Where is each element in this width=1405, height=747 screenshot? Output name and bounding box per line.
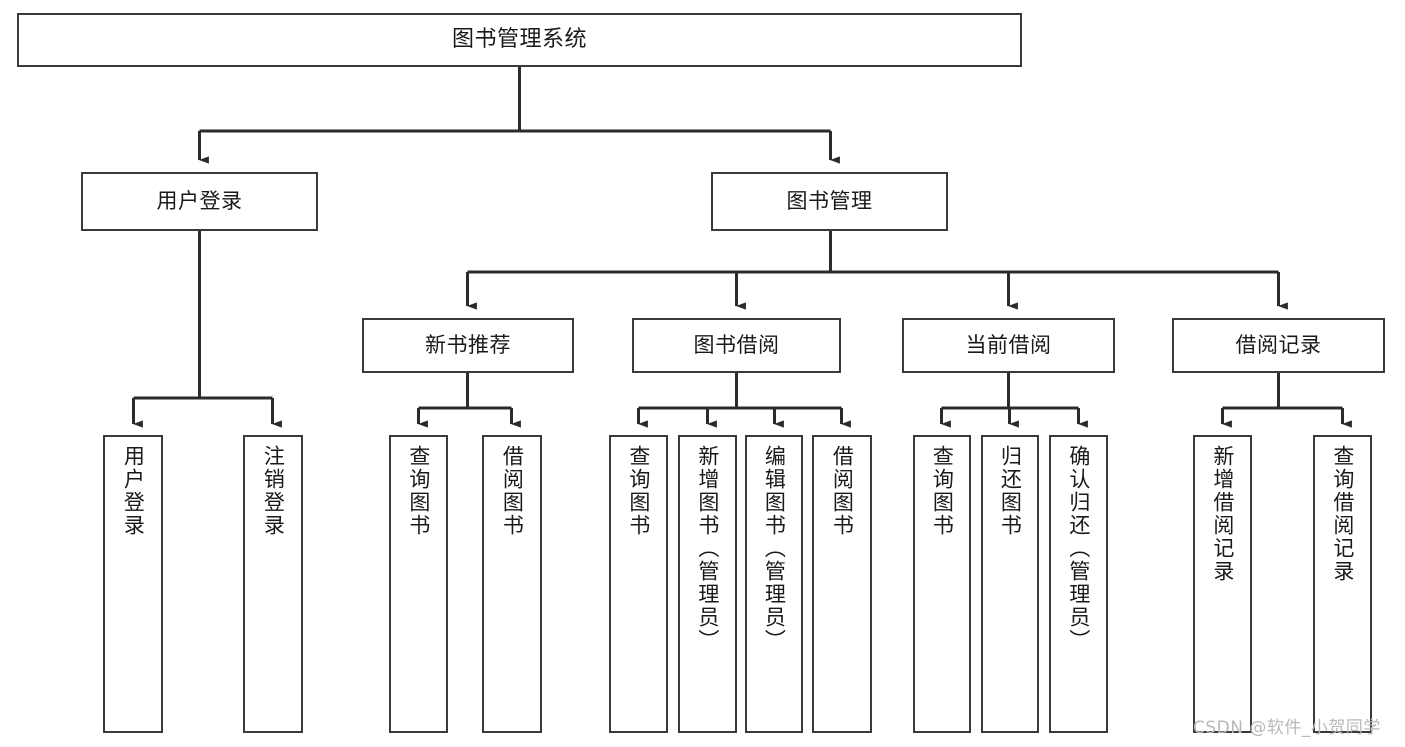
node-leaf-user-login-label: 用户登录 (121, 445, 146, 537)
node-root-label: 图书管理系统 (451, 27, 587, 53)
node-leaf-return-book-label: 归还图书 (998, 445, 1023, 537)
node-leaf-confirm-return[interactable]: 确认归还（管理员） (1049, 435, 1108, 733)
node-leaf-query-book-1[interactable]: 查询图书 (389, 435, 448, 733)
node-leaf-query-book-1-label: 查询图书 (406, 445, 431, 537)
node-leaf-query-book-2-label: 查询图书 (626, 445, 651, 537)
node-current-borrow-label: 当前借阅 (965, 333, 1052, 358)
node-root[interactable]: 图书管理系统 (17, 13, 1022, 67)
node-leaf-query-book-3[interactable]: 查询图书 (913, 435, 971, 733)
node-leaf-edit-book[interactable]: 编辑图书（管理员） (745, 435, 803, 733)
node-leaf-query-record[interactable]: 查询借阅记录 (1313, 435, 1372, 733)
node-leaf-confirm-return-label: 确认归还（管理员） (1066, 445, 1091, 652)
node-leaf-query-book-2[interactable]: 查询图书 (609, 435, 668, 733)
node-book-management[interactable]: 图书管理 (711, 172, 948, 231)
node-leaf-logout[interactable]: 注销登录 (243, 435, 303, 733)
node-book-borrow-label: 图书借阅 (693, 333, 780, 358)
node-leaf-return-book[interactable]: 归还图书 (981, 435, 1039, 733)
node-new-book-recommend[interactable]: 新书推荐 (362, 318, 574, 373)
node-user-login[interactable]: 用户登录 (81, 172, 318, 231)
node-borrow-record-label: 借阅记录 (1235, 333, 1322, 358)
node-leaf-logout-label: 注销登录 (261, 445, 286, 537)
node-leaf-query-record-label: 查询借阅记录 (1330, 445, 1355, 583)
node-leaf-user-login[interactable]: 用户登录 (103, 435, 163, 733)
node-book-management-label: 图书管理 (786, 189, 873, 214)
node-current-borrow[interactable]: 当前借阅 (902, 318, 1115, 373)
node-user-login-label: 用户登录 (156, 189, 243, 214)
node-leaf-borrow-book-1[interactable]: 借阅图书 (482, 435, 542, 733)
node-leaf-add-record[interactable]: 新增借阅记录 (1193, 435, 1252, 733)
node-book-borrow[interactable]: 图书借阅 (632, 318, 841, 373)
node-new-book-recommend-label: 新书推荐 (425, 333, 511, 358)
node-leaf-query-book-3-label: 查询图书 (930, 445, 955, 537)
node-leaf-add-book-label: 新增图书（管理员） (695, 445, 720, 652)
node-borrow-record[interactable]: 借阅记录 (1172, 318, 1385, 373)
node-leaf-borrow-book-1-label: 借阅图书 (500, 445, 525, 537)
node-leaf-add-book[interactable]: 新增图书（管理员） (678, 435, 737, 733)
node-leaf-borrow-book-2[interactable]: 借阅图书 (812, 435, 872, 733)
node-leaf-borrow-book-2-label: 借阅图书 (830, 445, 855, 537)
node-leaf-add-record-label: 新增借阅记录 (1210, 445, 1235, 583)
watermark: CSDN @软件_小贺同学 (1193, 718, 1381, 738)
node-leaf-edit-book-label: 编辑图书（管理员） (762, 445, 787, 652)
